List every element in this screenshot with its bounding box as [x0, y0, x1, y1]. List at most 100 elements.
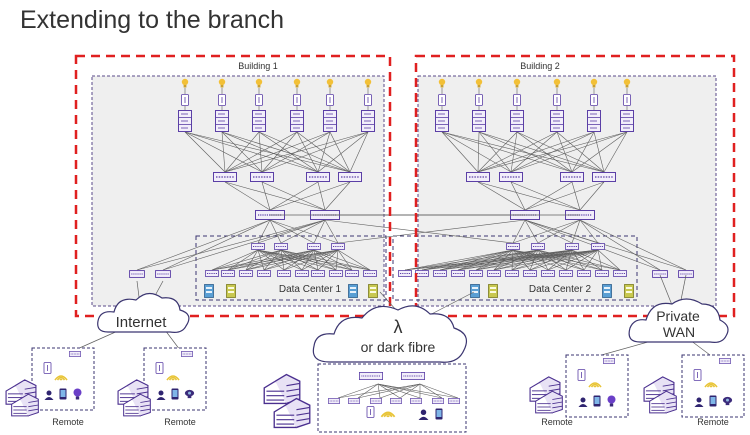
private-wan-label-line2: WAN: [663, 324, 695, 340]
dc-leaf-switch-icon: [329, 270, 343, 277]
remote-label: Remote: [52, 417, 84, 427]
building-2-label: Building 2: [520, 61, 560, 71]
dc-leaf-switch-icon: [541, 270, 555, 277]
metro-switch-icon: [366, 406, 375, 418]
private-wan-cloud: [628, 298, 729, 343]
dc-leaf-switch-icon: [469, 270, 483, 277]
data-center-1-label: Data Center 1: [279, 284, 342, 295]
data-center-1-box: [195, 235, 387, 301]
access-point-icon: [438, 94, 446, 106]
distribution-switch-icon: [338, 172, 362, 182]
laptop-icon: [435, 408, 443, 420]
data-center-2-box: [392, 235, 638, 301]
branch-router-icon: [180, 351, 194, 357]
server-icon: [602, 284, 612, 298]
access-switch-stack-icon: [290, 110, 304, 132]
metro-access-switch-icon: [431, 398, 445, 404]
access-switch-stack-icon: [472, 110, 486, 132]
lambda-symbol: λ: [394, 317, 403, 337]
data-center-2-label: Data Center 2: [529, 284, 592, 295]
mobile-device-icon: [709, 395, 717, 407]
access-switch-stack-icon: [361, 110, 375, 132]
mobile-device-icon: [171, 388, 179, 400]
metro-access-switch-icon: [447, 398, 461, 404]
access-point-icon: [326, 94, 334, 106]
server-icon: [204, 284, 214, 298]
access-switch-stack-icon: [215, 110, 229, 132]
dc-leaf-switch-icon: [398, 270, 412, 277]
access-point-icon: [181, 94, 189, 106]
metro-access-switch-icon: [409, 398, 423, 404]
building-2-border: [414, 54, 736, 318]
building-1-group: [91, 75, 387, 307]
mobile-device-icon: [59, 388, 67, 400]
metro-access-switch-icon: [327, 398, 341, 404]
distribution-switch-icon: [213, 172, 237, 182]
branch-switch-icon: [155, 362, 164, 374]
slide-title: Extending to the branch: [20, 6, 285, 34]
metro-branch-box: [317, 363, 467, 433]
server-icon: [226, 284, 236, 298]
building-2-group: [392, 75, 717, 307]
lambda-cloud: [312, 305, 467, 363]
dc-leaf-switch-icon: [613, 270, 627, 277]
dc-leaf-switch-icon: [295, 270, 309, 277]
dc-leaf-switch-icon: [415, 270, 429, 277]
dc-spine-switch-icon: [506, 243, 520, 250]
branch-router-icon: [602, 358, 616, 364]
access-point-icon: [293, 94, 301, 106]
dc-leaf-switch-icon: [239, 270, 253, 277]
dc-leaf-switch-icon: [345, 270, 359, 277]
access-point-icon: [553, 94, 561, 106]
metro-access-switch-icon: [369, 398, 383, 404]
dc-spine-switch-icon: [331, 243, 345, 250]
dark-fibre-label: or dark fibre: [361, 339, 436, 355]
branch-switch-icon: [43, 362, 52, 374]
access-switch-stack-icon: [510, 110, 524, 132]
dc-leaf-switch-icon: [487, 270, 501, 277]
internet-cloud: [97, 292, 190, 333]
access-switch-stack-icon: [435, 110, 449, 132]
internet-label: Internet: [116, 314, 168, 331]
edge-router-icon: [652, 270, 668, 278]
edge-router-icon: [155, 270, 171, 278]
dc-leaf-switch-icon: [451, 270, 465, 277]
access-switch-stack-icon: [252, 110, 266, 132]
dc-spine-switch-icon: [591, 243, 605, 250]
branch-switch-icon: [577, 369, 586, 381]
server-icon: [488, 284, 498, 298]
dc-spine-switch-icon: [565, 243, 579, 250]
dc-leaf-switch-icon: [221, 270, 235, 277]
distribution-switch-icon: [592, 172, 616, 182]
building-1-border: [74, 54, 392, 318]
access-switch-stack-icon: [587, 110, 601, 132]
private-wan-label-line1: Private: [656, 308, 700, 324]
server-icon: [624, 284, 634, 298]
distribution-switch-icon: [560, 172, 584, 182]
branch-router-icon: [718, 358, 732, 364]
remote-label: Remote: [697, 417, 729, 427]
server-icon: [348, 284, 358, 298]
server-icon: [368, 284, 378, 298]
dc-leaf-switch-icon: [205, 270, 219, 277]
metro-core-switch-icon: [358, 372, 384, 380]
dc-leaf-switch-icon: [433, 270, 447, 277]
access-switch-stack-icon: [323, 110, 337, 132]
dc-leaf-switch-icon: [577, 270, 591, 277]
access-switch-stack-icon: [550, 110, 564, 132]
edge-router-icon: [129, 270, 145, 278]
access-switch-stack-icon: [178, 110, 192, 132]
access-point-icon: [255, 94, 263, 106]
access-point-icon: [623, 94, 631, 106]
dc-leaf-switch-icon: [363, 270, 377, 277]
distribution-switch-icon: [466, 172, 490, 182]
dc-leaf-switch-icon: [523, 270, 537, 277]
remote-label: Remote: [164, 417, 196, 427]
dc-leaf-switch-icon: [595, 270, 609, 277]
dc-spine-switch-icon: [251, 243, 265, 250]
metro-core-switch-icon: [400, 372, 426, 380]
access-point-icon: [475, 94, 483, 106]
access-point-icon: [513, 94, 521, 106]
metro-access-switch-icon: [389, 398, 403, 404]
